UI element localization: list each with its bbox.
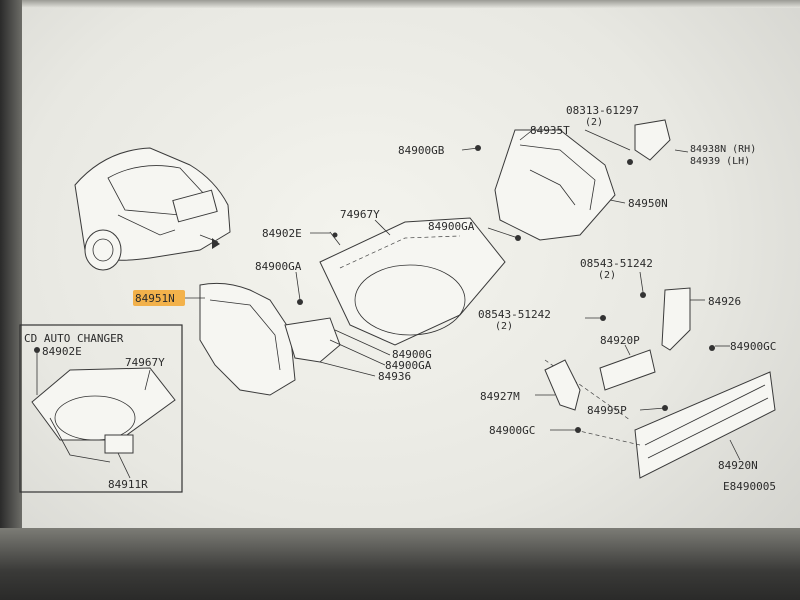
label-74967y: 74967Y <box>340 208 380 221</box>
label-84900ga-bottom: 84900GA <box>385 359 432 372</box>
inset-label-84911r: 84911R <box>108 478 148 491</box>
label-08543-51242-a: 08543-51242 <box>580 257 653 270</box>
highlight-marker <box>133 290 185 306</box>
label-84995p: 84995P <box>587 404 627 417</box>
label-84951n-highlighted: 84951N <box>135 292 175 305</box>
inset-label-84902e: 84902E <box>42 345 82 358</box>
rear-trim-84950n <box>494 119 671 241</box>
label-84939-lh: 84939 (LH) <box>690 156 750 167</box>
cd-auto-changer-inset <box>19 324 183 493</box>
label-s-08313-61297: 08313-61297 <box>566 104 639 117</box>
label-84936: 84936 <box>378 370 411 383</box>
label-84920n: 84920N <box>718 459 758 472</box>
part-labels: 84900GB 84935T 08313-61297 (2) 84938N (R… <box>24 104 776 493</box>
label-s3-qty: (2) <box>495 321 513 332</box>
label-84900g: 84900G <box>392 348 432 361</box>
rear-sill-plate-84920n <box>544 359 776 479</box>
side-trim-84951n <box>185 282 341 396</box>
figure-code: E8490005 <box>723 480 776 493</box>
trunk-floor-mat-74967y <box>319 217 506 346</box>
label-84900ga-top: 84900GA <box>428 220 475 233</box>
label-s1-qty: (2) <box>585 117 603 128</box>
label-84900gc-bottom: 84900GC <box>489 424 535 437</box>
label-84900ga-left: 84900GA <box>255 260 302 273</box>
label-84950n: 84950N <box>628 197 668 210</box>
inset-label-74967y: 74967Y <box>125 356 165 369</box>
label-84902e: 84902E <box>262 227 302 240</box>
label-84938n-rh: 84938N (RH) <box>690 144 756 155</box>
label-84900gc-right: 84900GC <box>730 340 776 353</box>
label-08543-51242-b: 08543-51242 <box>478 308 551 321</box>
small-parts <box>297 145 715 433</box>
monitor-bezel-top <box>0 0 800 8</box>
car-overview-illustration <box>74 147 231 271</box>
label-s2-qty: (2) <box>598 270 616 281</box>
leader-lines <box>295 127 741 461</box>
label-84926: 84926 <box>708 295 741 308</box>
label-84900gb: 84900GB <box>398 144 445 157</box>
monitor-bezel-bottom <box>0 528 800 600</box>
label-84935t: 84935T <box>530 124 570 137</box>
inset-title: CD AUTO CHANGER <box>24 332 124 345</box>
label-84920p: 84920P <box>600 334 640 347</box>
label-84927m: 84927M <box>480 390 520 403</box>
monitor-bezel-left <box>0 0 22 600</box>
